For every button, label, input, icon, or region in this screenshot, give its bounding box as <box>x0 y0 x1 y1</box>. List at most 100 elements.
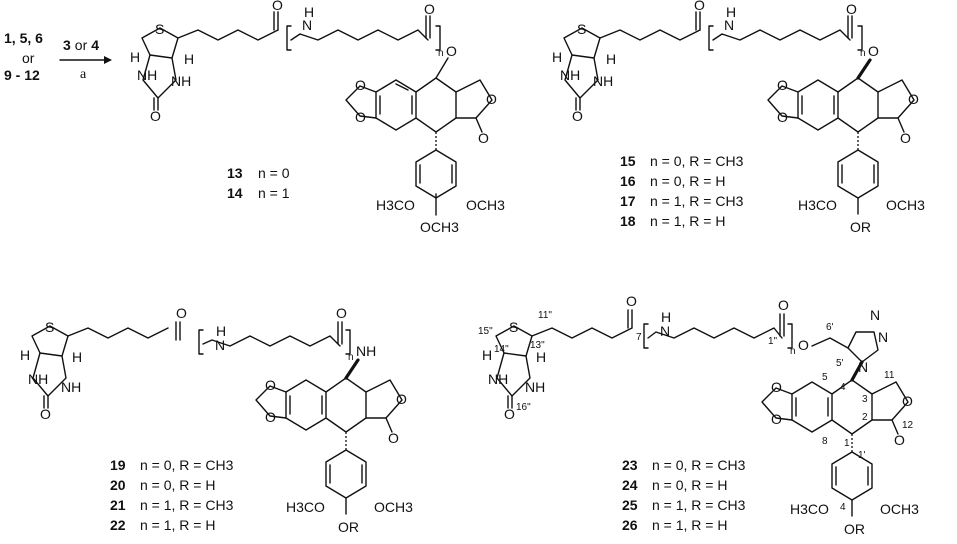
atom-number: 1 <box>844 438 850 449</box>
hydrogen-atom: H <box>130 49 140 65</box>
compound-id: 22 <box>110 517 126 533</box>
nitrogen-atom: N <box>870 307 880 323</box>
compound-id: 25 <box>622 497 638 513</box>
compound-desc: n = 1, R = CH3 <box>652 497 746 513</box>
oxygen-atom: O <box>265 409 276 425</box>
oxygen-atom: O <box>355 109 366 125</box>
nh-atom: NH <box>525 379 545 395</box>
hydrogen-atom: H <box>661 309 671 325</box>
compound-desc: n = 0, R = CH3 <box>140 457 234 473</box>
compound-id: 19 <box>110 457 126 473</box>
atom-number: 4 <box>840 382 846 393</box>
reactant-line-2: 9 - 12 <box>4 67 40 83</box>
nh-atom: NH <box>28 371 48 387</box>
sulfur-atom: S <box>509 319 518 335</box>
atom-number: 6' <box>826 322 834 333</box>
nh-atom: NH <box>137 67 157 83</box>
atom-number: 1" <box>768 336 778 347</box>
compound-desc: n = 0, R = CH3 <box>650 153 744 169</box>
compound-id: 23 <box>622 457 638 473</box>
oxygen-atom: O <box>694 0 705 13</box>
oxygen-atom: O <box>771 411 782 427</box>
compound-list-15-18: 15 n = 0, R = CH3 16 n = 0, R = H 17 n =… <box>620 153 744 229</box>
methoxy-right: OCH3 <box>886 197 925 213</box>
methoxy-para: OCH3 <box>420 219 459 235</box>
hydrogen-atom: H <box>184 51 194 67</box>
atom-number: 14" <box>494 344 509 355</box>
repeat-index: n <box>790 346 796 357</box>
hydrogen-atom: H <box>304 4 314 20</box>
atom-number: 5' <box>836 358 844 369</box>
hydroxy-r-group: OR <box>850 219 871 235</box>
oxygen-atom: O <box>902 393 913 409</box>
oxygen-atom: O <box>486 91 497 107</box>
hydroxy-r-group: OR <box>338 519 359 535</box>
structure-13-14: S NH NH O H H O N H O n O O O <box>130 0 505 235</box>
oxygen-atom: O <box>40 406 51 422</box>
compound-id: 16 <box>620 173 636 189</box>
oxygen-atom: O <box>572 108 583 124</box>
nh-atom: NH <box>488 371 508 387</box>
atom-number: 8 <box>822 436 828 447</box>
oxygen-atom: O <box>396 391 407 407</box>
sulfur-atom: S <box>577 21 586 37</box>
nh-atom: N <box>660 323 670 339</box>
compound-desc: n = 1, R = CH3 <box>140 497 234 513</box>
oxygen-atom: O <box>478 130 489 146</box>
methoxy-right: OCH3 <box>466 197 505 213</box>
oxygen-atom: O <box>355 77 366 93</box>
methoxy-left: H3CO <box>798 197 837 213</box>
hydrogen-atom: H <box>482 347 492 363</box>
oxygen-atom: O <box>777 77 788 93</box>
hydrogen-atom: H <box>216 323 226 339</box>
oxygen-atom: O <box>846 1 857 17</box>
compound-desc: n = 1, R = H <box>650 213 725 229</box>
hydrogen-atom: H <box>72 349 82 365</box>
hydrogen-atom: H <box>606 51 616 67</box>
structure-23-26: S NH NH O H H 11" 15" 14" 13" 16" O 7 N … <box>478 293 919 537</box>
atom-number: 13" <box>530 340 545 351</box>
oxygen-atom: O <box>265 377 276 393</box>
compound-desc: n = 0, R = H <box>650 173 725 189</box>
hydrogen-atom: H <box>726 4 736 20</box>
structure-19-22: S NH NH O H H O N H O n NH O O O O <box>20 305 413 535</box>
oxygen-atom: O <box>900 130 911 146</box>
compound-id: 13 <box>227 165 243 181</box>
compound-id: 20 <box>110 477 126 493</box>
atom-number: 15" <box>478 326 493 337</box>
compound-list-23-26: 23 n = 0, R = CH3 24 n = 0, R = H 25 n =… <box>622 457 746 533</box>
oxygen-atom: O <box>868 43 879 59</box>
oxygen-atom: O <box>388 430 399 446</box>
structure-15-18: S NH NH O H H O N H O n O O O O O <box>552 0 925 235</box>
hydroxy-r-group: OR <box>844 521 865 537</box>
methoxy-left: H3CO <box>286 499 325 515</box>
compound-list-13-14: 13 n = 0 14 n = 1 <box>227 165 290 201</box>
oxygen-atom: O <box>150 108 161 124</box>
repeat-index: n <box>438 48 444 59</box>
compound-desc: n = 0 <box>258 165 290 181</box>
nitrogen-atom: N <box>878 329 888 345</box>
compound-desc: n = 1 <box>258 185 290 201</box>
atom-number: 2 <box>862 412 868 423</box>
methoxy-left: H3CO <box>790 501 829 517</box>
oxygen-atom: O <box>424 1 435 17</box>
hydrogen-atom: H <box>536 349 546 365</box>
oxygen-atom: O <box>894 432 905 448</box>
atom-number: 5 <box>822 372 828 383</box>
nh-atom: NH <box>560 67 580 83</box>
compound-id: 18 <box>620 213 636 229</box>
arrow-head-icon <box>104 56 112 64</box>
atom-number: 4 <box>840 502 846 513</box>
methoxy-right: OCH3 <box>880 501 919 517</box>
oxygen-atom: O <box>176 305 187 321</box>
atom-number: 1' <box>858 450 866 461</box>
hydrogen-atom: H <box>552 49 562 65</box>
nh-atom: NH <box>356 343 376 359</box>
compound-desc: n = 1, R = H <box>652 517 727 533</box>
compound-desc: n = 0, R = H <box>652 477 727 493</box>
oxygen-atom: O <box>777 109 788 125</box>
oxygen-atom: O <box>798 337 809 353</box>
compound-id: 14 <box>227 185 243 201</box>
